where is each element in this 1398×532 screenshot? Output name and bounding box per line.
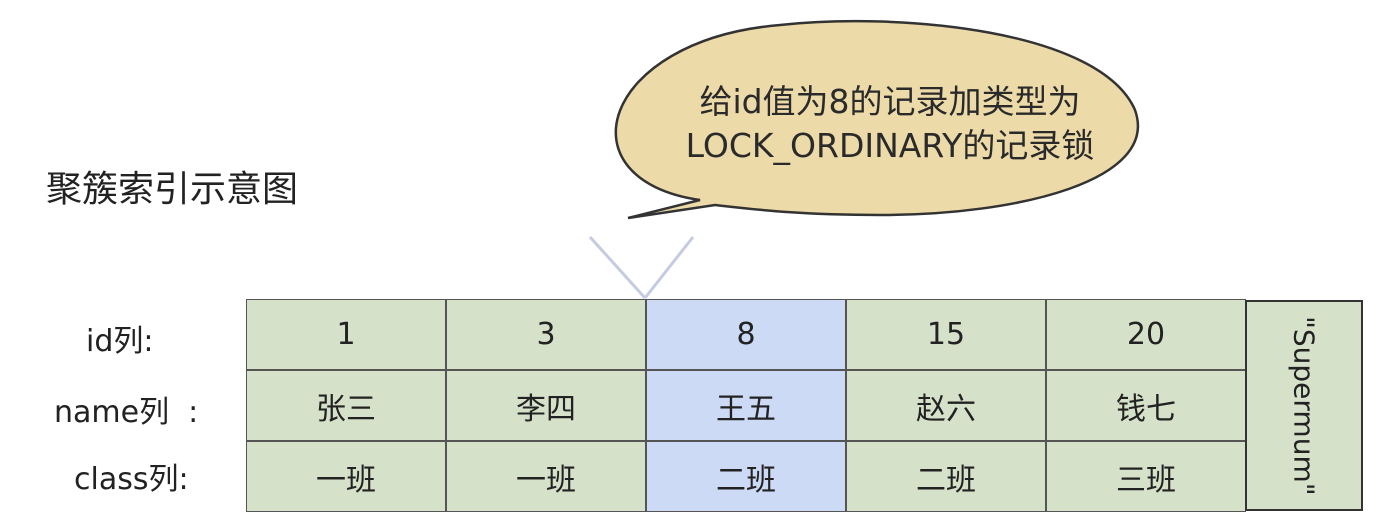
supremum-label: "Supermum"	[1287, 315, 1321, 496]
name-cell: 张三	[246, 370, 446, 441]
class-cell: 一班	[446, 441, 646, 512]
callout-text: 给id值为8的记录加类型为 LOCK_ORDINARY的记录锁	[650, 80, 1130, 168]
callout-line-1: 给id值为8的记录加类型为	[699, 82, 1081, 121]
name-cell: 赵六	[846, 370, 1046, 441]
id-cell-highlighted: 8	[646, 299, 846, 370]
name-cell: 钱七	[1046, 370, 1246, 441]
row-label-name: name列 :	[54, 395, 199, 430]
class-cell: 三班	[1046, 441, 1246, 512]
supremum-record: "Supermum"	[1245, 300, 1363, 511]
class-cell: 一班	[246, 441, 446, 512]
id-cell: 3	[446, 299, 646, 370]
id-cell: 1	[246, 299, 446, 370]
id-cell: 15	[846, 299, 1046, 370]
pointer-arrow-right	[643, 236, 695, 299]
speech-bubble	[614, 19, 1139, 220]
row-label-id: id列:	[86, 324, 154, 359]
id-cell: 20	[1046, 299, 1246, 370]
class-cell-highlighted: 二班	[646, 441, 846, 512]
class-cell: 二班	[846, 441, 1046, 512]
callout-line-2: LOCK_ORDINARY的记录锁	[685, 126, 1095, 165]
name-cell: 李四	[446, 370, 646, 441]
name-cell-highlighted: 王五	[646, 370, 846, 441]
row-label-class: class列:	[74, 462, 189, 497]
pointer-arrow-left	[588, 235, 647, 300]
diagram-title: 聚簇索引示意图	[46, 169, 299, 210]
